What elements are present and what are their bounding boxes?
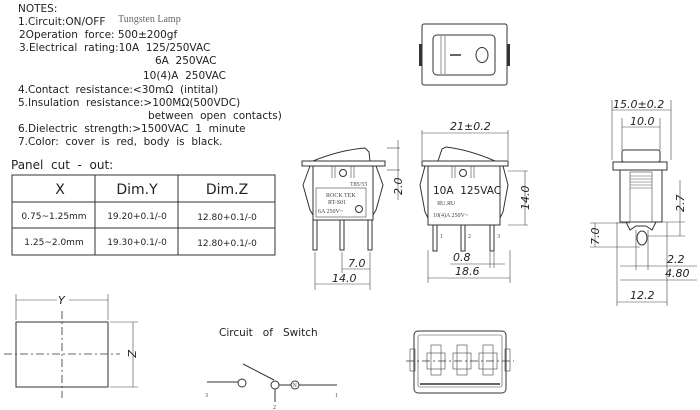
terminal-label: 1 bbox=[335, 393, 338, 399]
cert-mark: ЯU.ЯU bbox=[437, 201, 456, 207]
right-view: 15.0±0.2 10.0 2.7 7.0 2.2 4.80 12.2 bbox=[589, 98, 697, 306]
panel-cutout-table: Panel cut - out: X Dim.Y Dim.Z 0.75~1.25… bbox=[11, 158, 276, 256]
dim-d: 4.80 bbox=[665, 267, 690, 280]
note-line: 3.Electrical rating:10A 125/250VAC bbox=[19, 42, 210, 54]
notes-block: NOTES: 1.Circuit:ON/OFF Tungsten Lamp 2O… bbox=[18, 3, 282, 148]
dim-height: 14.0 bbox=[519, 186, 532, 211]
table-header: Dim.Z bbox=[206, 182, 248, 198]
dim-width: 21±0.2 bbox=[450, 120, 491, 133]
off-symbol-icon bbox=[475, 47, 489, 63]
note-line: 1.Circuit:ON/OFF bbox=[18, 16, 105, 28]
y-label: Y bbox=[58, 294, 66, 307]
note-line: 7.Color: cover is red, body is black. bbox=[18, 136, 223, 148]
notes-heading: NOTES: bbox=[18, 3, 57, 15]
table-cell: 19.20+0.1/-0 bbox=[107, 212, 167, 222]
dim-width: 15.0±0.2 bbox=[613, 98, 664, 111]
pin-number: 1 bbox=[440, 234, 443, 240]
table-header: Dim.Y bbox=[116, 182, 158, 198]
dim-e: 12.2 bbox=[630, 289, 655, 302]
note-line: 10(4)A 250VAC bbox=[143, 70, 226, 82]
table-cell: 12.80+0.1/-0 bbox=[197, 239, 257, 249]
note-line: 6A 250VAC bbox=[155, 55, 216, 67]
terminal-label: 3 bbox=[205, 393, 208, 399]
panel-cutout-title: Panel cut - out: bbox=[11, 158, 113, 172]
front-view: 21±0.2 10A 125VAC ЯU.ЯU 10(4)A 250V~ 1 2… bbox=[419, 120, 532, 283]
pin-number: 3 bbox=[497, 234, 500, 240]
circuit-diagram: Circuit of Switch N 3 2 1 bbox=[205, 327, 338, 410]
dim-pin-span: 14.0 bbox=[332, 272, 357, 285]
rating-text: 10A 125VAC bbox=[433, 185, 501, 197]
dim-pitch: 7.0 bbox=[348, 257, 366, 270]
table-header: X bbox=[55, 182, 65, 198]
table-cell: 19.30+0.1/-0 bbox=[107, 238, 167, 248]
lamp-symbol: N bbox=[293, 383, 298, 389]
dim-pin-thickness: 0.8 bbox=[453, 251, 471, 264]
table-cell: 1.25~2.0mm bbox=[24, 238, 83, 248]
cutout-drawing: Y Z bbox=[4, 293, 138, 398]
dim-rocker: 10.0 bbox=[630, 115, 655, 128]
dim-a: 2.7 bbox=[674, 195, 687, 213]
note-line: 6.Dielectric strength:>1500VAC 1 minute bbox=[18, 123, 246, 135]
label-model: RT-S01 bbox=[328, 200, 346, 206]
label-brand: ROCK TEK bbox=[326, 193, 356, 199]
dim-body-width: 18.6 bbox=[455, 265, 480, 278]
dim-height: 2.0 bbox=[392, 178, 405, 196]
rocker bbox=[312, 147, 371, 162]
dim-c: 2.2 bbox=[667, 253, 685, 266]
terminal-label: 2 bbox=[273, 405, 276, 410]
label-temp: T85/55 bbox=[350, 182, 367, 188]
note-line: 4.Contact resistance:<30mΩ (intital) bbox=[18, 84, 218, 96]
note-line: 5.Insulation resistance:>100MΩ(500VDC) bbox=[18, 97, 240, 109]
pin-number: 2 bbox=[468, 234, 471, 240]
note-line: 2Operation force: 500±200gf bbox=[19, 29, 177, 41]
table-cell: 0.75~1.25mm bbox=[21, 212, 86, 222]
label-rating: 6A 250V~ bbox=[318, 209, 344, 215]
side-view: T85/55 ROCK TEK RT-S01 6A 250V~ 7.0 14.0… bbox=[301, 140, 405, 290]
bottom-view bbox=[406, 330, 514, 394]
note-line: between open contacts) bbox=[148, 110, 282, 122]
dim-b: 7.0 bbox=[589, 228, 602, 246]
z-label: Z bbox=[125, 349, 138, 358]
top-view bbox=[419, 23, 510, 86]
circuit-title: Circuit of Switch bbox=[219, 327, 318, 339]
rating-text-2: 10(4)A 250V~ bbox=[433, 212, 469, 219]
lamp-type: Tungsten Lamp bbox=[118, 14, 181, 25]
table-cell: 12.80+0.1/-0 bbox=[197, 213, 257, 223]
